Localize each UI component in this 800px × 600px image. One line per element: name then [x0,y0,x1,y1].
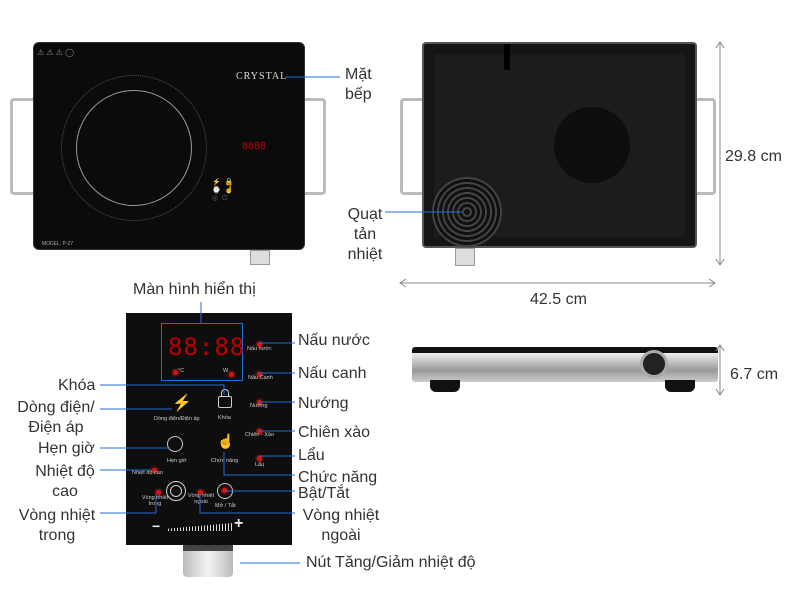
indicator-nhiet-do-cao: Nhiệt độ cao [132,470,163,476]
led-vong-ngoai [198,490,203,495]
line-vong-trong [100,494,157,514]
btn-nuong[interactable]: Nướng [250,403,268,409]
btn-mo-tat[interactable]: Mở / Tắt [215,503,236,509]
led-nhiet-do-cao [152,468,157,473]
minus-icon[interactable]: − [152,518,161,534]
coil-housing [554,107,630,183]
label-hen-gio: Hẹn giờ [38,440,95,457]
line-vong-ngoai [199,494,295,514]
cooktop-bottom-view [422,42,697,248]
cooktop-top-view: ⚠ ⚠ ⚠ ◯ CRYSTAL MODEL: P-27 8888 ⚡ 🔒⌚ ☝◎… [33,42,305,250]
btn-lau[interactable]: Lẩu [255,462,265,468]
btn-dong-dien[interactable]: Dòng điện/Điện áp [154,416,200,422]
height-dimension: 6.7 cm [730,366,779,383]
depth-dimension: 29.8 cm [725,148,782,165]
led-nau-nuoc [257,342,262,347]
display-digits: 88:88 [168,333,246,361]
led-lau [257,456,262,461]
btn-chien-xao[interactable]: Chiên - Xào [245,432,275,438]
warning-icons: ⚠ ⚠ ⚠ ◯ [37,48,75,57]
btn-nau-nuoc[interactable]: Nấu nước [247,346,272,352]
temperature-knob[interactable] [183,545,233,577]
label-man-hinh: Màn hình hiển thị [133,281,256,298]
btn-vong-ngoai[interactable]: Vòng nhiệt ngoài [187,493,215,505]
led-vong-trong [156,490,161,495]
line-khoa [100,384,225,395]
plus-icon[interactable]: + [234,515,244,532]
display-box [161,323,243,381]
lock-shackle [221,389,229,397]
cooktop-side-view [412,347,718,382]
side-foot-right [665,380,695,392]
led-celsius [173,370,178,375]
label-chuc-nang: Chức năng [298,469,378,486]
line-chuc-nang [223,452,295,476]
label-nut-tang-giam: Nút Tăng/Giảm nhiệt độ [306,554,476,571]
side-knob [640,350,668,378]
clock-icon[interactable] [167,436,183,452]
bottom-left-handle [400,98,425,195]
bottom-right-handle [694,98,716,195]
cooking-zone-inner [76,90,192,206]
left-handle [10,98,36,195]
led-watt [229,372,234,377]
btn-nau-canh[interactable]: Nấu Canh [248,375,273,381]
mini-controls: ⚡ 🔒⌚ ☝◎ ⏻ [212,179,234,202]
top-view-knob [250,250,270,265]
label-chien-xao: Chiên xào [298,424,371,441]
led-nau-canh [257,372,262,377]
lightning-icon[interactable]: ⚡ [172,395,192,412]
dimension-lines [399,41,725,396]
btn-khoa[interactable]: Khóa [218,415,231,421]
control-panel: 88:88 °C W Nấu nước Nấu Canh Nướng Chiên… [126,313,292,545]
label-nau-nuoc: Nấu nước [298,332,370,349]
label-nau-canh: Nấu canh [298,365,367,382]
brand-logo: CRYSTAL [236,71,288,82]
btn-chuc-nang[interactable]: Chức năng [211,458,239,464]
right-handle [302,98,326,195]
label-khoa: Khóa [58,377,96,394]
temperature-slider[interactable] [168,523,232,531]
ring-icon[interactable] [166,481,186,501]
model-label: MODEL: P-27 [42,241,74,247]
side-foot-left [430,380,460,392]
bottom-view-knob [455,248,475,266]
mini-display: 8888 [242,141,267,152]
label-nuong: Nướng [298,395,349,412]
label-lau: Lẩu [298,447,325,464]
btn-hen-gio[interactable]: Hẹn giờ [167,458,187,464]
label-bat-tat: Bật/Tắt [298,485,350,502]
unit-watt: W [223,368,229,374]
led-power [222,488,227,493]
width-dimension: 42.5 cm [530,291,587,308]
cooking-zone [61,75,207,221]
label-dong-dien: Dòng điện/Điện áp [17,399,95,436]
power-cord [504,44,510,70]
hand-icon[interactable]: ☝ [217,433,235,449]
btn-vong-trong[interactable]: Vòng nhiệt trong [141,495,169,507]
unit-celsius: °C [178,368,185,374]
